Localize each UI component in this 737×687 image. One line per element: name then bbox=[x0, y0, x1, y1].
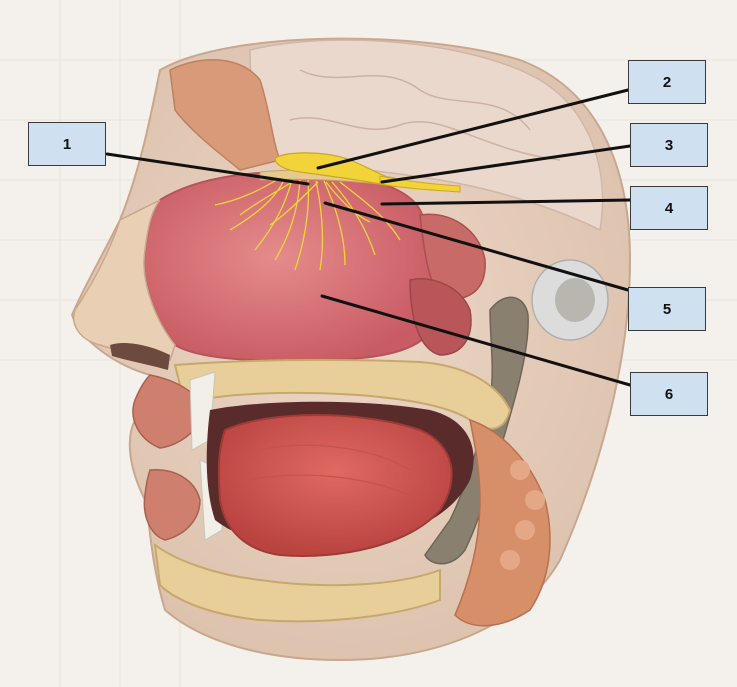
label-4: 4 bbox=[630, 186, 708, 230]
label-2: 2 bbox=[628, 60, 706, 104]
label-6: 6 bbox=[630, 372, 708, 416]
label-5: 5 bbox=[628, 287, 706, 331]
nasal-cavity bbox=[144, 172, 437, 361]
label-1: 1 bbox=[28, 122, 106, 166]
label-3: 3 bbox=[630, 123, 708, 167]
